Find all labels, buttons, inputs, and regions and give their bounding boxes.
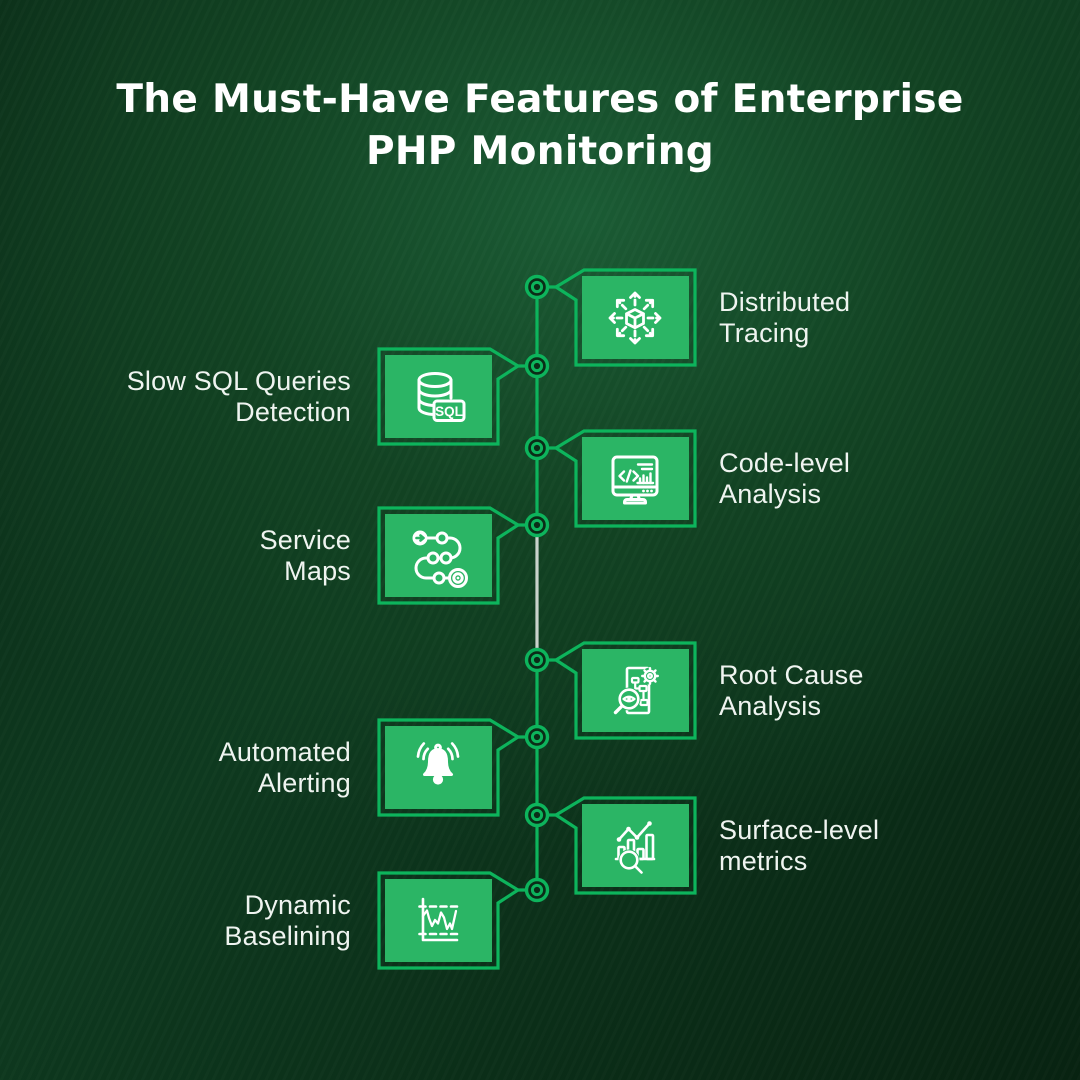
box-outline [377, 718, 522, 817]
timeline-node [524, 877, 550, 903]
feature-label-automated-alerting: Automated Alerting [31, 720, 351, 815]
feature-label-line: Maps [284, 555, 351, 586]
box-outline [377, 871, 522, 970]
alert-bell-icon [416, 742, 460, 785]
page-title-line2: PHP Monitoring [365, 129, 715, 174]
box-outline [377, 347, 522, 446]
feature-label-dynamic-baselining: Dynamic Baselining [31, 873, 351, 968]
feature-box-code-level-analysis [552, 429, 697, 528]
sql-badge-text: SQL [435, 404, 463, 419]
page-title-line1: The Must-Have Features of Enterprise [116, 77, 964, 122]
feature-box-slow-sql-queries: SQL [377, 347, 522, 446]
dynamic-baseline-icon [418, 897, 460, 942]
page-title: The Must-Have Features of Enterprise PHP… [0, 74, 1080, 178]
feature-label-line: Analysis [719, 478, 822, 509]
feature-box-root-cause-analysis [552, 641, 697, 740]
box-outline [552, 641, 697, 740]
feature-label-line: Service [259, 524, 351, 555]
feature-box-surface-level-metrics [552, 796, 697, 895]
feature-label-slow-sql-queries: Slow SQL Queries Detection [31, 349, 351, 444]
timeline-node [524, 353, 550, 379]
feature-box-dynamic-baselining [377, 871, 522, 970]
feature-label-line: Distributed [719, 286, 851, 317]
timeline-nodes [524, 274, 550, 903]
timeline-node [524, 802, 550, 828]
timeline-node [524, 647, 550, 673]
code-monitor-icon [611, 455, 659, 505]
feature-label-line: Code-level [719, 447, 851, 478]
feature-label-line: metrics [719, 845, 808, 876]
box-outline [552, 796, 697, 895]
timeline-node [524, 512, 550, 538]
feature-label-line: Alerting [257, 767, 351, 798]
box-outline [552, 268, 697, 367]
box-fill [582, 804, 689, 887]
feature-box-distributed-tracing [552, 268, 697, 367]
feature-label-line: Slow SQL Queries [126, 365, 351, 396]
timeline-node [524, 724, 550, 750]
feature-label-line: Tracing [719, 317, 810, 348]
surface-metrics-icon [614, 821, 656, 874]
feature-label-line: Dynamic [244, 889, 351, 920]
timeline-node [524, 435, 550, 461]
feature-label-line: Baselining [224, 920, 351, 951]
feature-label-line: Analysis [719, 690, 822, 721]
timeline-node [524, 274, 550, 300]
box-outline [377, 506, 522, 605]
feature-label-distributed-tracing: Distributed Tracing [719, 270, 1049, 365]
feature-label-surface-level-metrics: Surface-level metrics [719, 798, 1049, 893]
root-cause-icon [613, 666, 659, 715]
feature-label-line: Surface-level [719, 814, 880, 845]
box-outline [552, 429, 697, 528]
feature-label-line: Detection [235, 396, 351, 427]
feature-label-code-level-analysis: Code-level Analysis [719, 431, 1049, 526]
distributed-tracing-icon [608, 291, 662, 345]
feature-label-root-cause-analysis: Root Cause Analysis [719, 643, 1049, 738]
service-map-icon [412, 530, 468, 588]
feature-label-line: Root Cause [719, 659, 864, 690]
feature-label-line: Automated [218, 736, 351, 767]
feature-box-automated-alerting [377, 718, 522, 817]
feature-box-service-maps [377, 506, 522, 605]
feature-label-service-maps: Service Maps [31, 508, 351, 603]
sql-database-icon: SQL [417, 372, 466, 422]
